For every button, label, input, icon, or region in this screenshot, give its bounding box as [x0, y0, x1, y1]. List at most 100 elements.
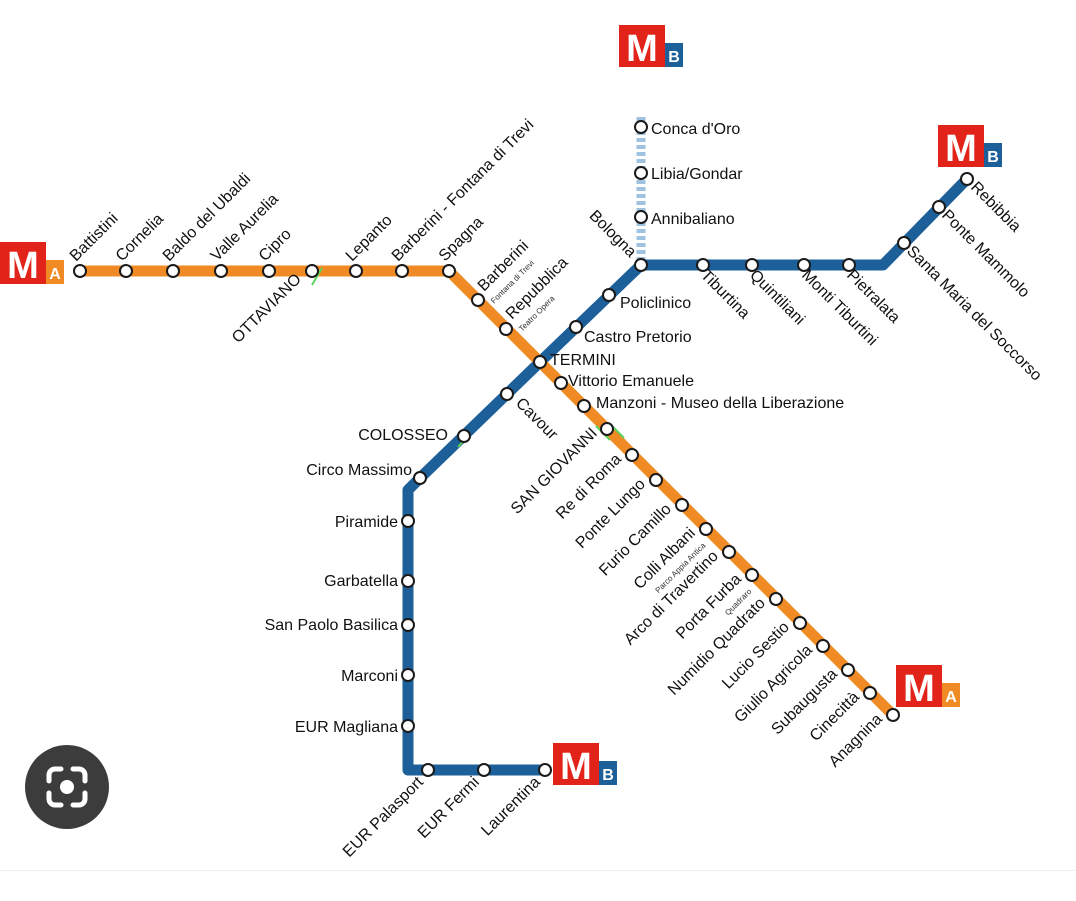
station-label-libia-gondar: Libia/Gondar [651, 166, 743, 183]
station-monti-tiburtini[interactable]: Monti Tiburtini [797, 258, 881, 349]
station-label-policlinico: Policlinico [620, 295, 691, 312]
station-dot-arco-di-travertino [722, 545, 736, 559]
svg-text:M: M [7, 245, 39, 287]
station-manzoni-museo-della-liberazione[interactable]: Manzoni - Museo della Liberazione [577, 395, 844, 413]
station-dot-rebibbia [960, 172, 974, 186]
station-label-ottaviano: OTTAVIANO [229, 271, 305, 347]
station-conca-d-oro[interactable]: Conca d'Oro [634, 120, 740, 138]
station-dot-marconi [401, 668, 415, 682]
station-dot-valle-aurelia [214, 264, 228, 278]
station-circo-massimo[interactable]: Circo Massimo [306, 462, 427, 485]
station-label-termini: TERMINI [550, 352, 616, 369]
svg-text:M: M [626, 28, 658, 70]
station-label-battistini: Battistini [67, 210, 122, 265]
svg-text:B: B [602, 767, 614, 784]
station-dot-barberini [471, 293, 485, 307]
svg-text:B: B [987, 149, 999, 166]
station-label-annibaliano: Annibaliano [651, 211, 735, 228]
station-label-lepanto: Lepanto [343, 212, 396, 265]
station-dot-numidio-quadrato [769, 592, 783, 606]
svg-text:B: B [668, 49, 680, 66]
station-dot-cavour [500, 387, 514, 401]
station-dot-anagnina [886, 708, 900, 722]
station-dot-eur-palasport [421, 763, 435, 777]
station-annibaliano[interactable]: Annibaliano [634, 210, 735, 228]
station-label-eur-magliana: EUR Magliana [295, 719, 398, 736]
station-dot-furio-camillo [675, 498, 689, 512]
station-policlinico[interactable]: Policlinico [602, 288, 691, 312]
station-dot-vittorio-emanuele [554, 376, 568, 390]
station-dot-libia-gondar [634, 166, 648, 180]
station-dot-re-di-roma [625, 448, 639, 462]
station-label-colosseo: COLOSSEO [358, 427, 448, 444]
svg-text:M: M [945, 128, 977, 170]
station-marconi[interactable]: Marconi [341, 668, 415, 685]
svg-text:M: M [560, 746, 592, 788]
station-dot-san-paolo-basilica [401, 618, 415, 632]
lens-search-button[interactable] [25, 745, 109, 829]
svg-text:A: A [49, 266, 61, 283]
station-dot-garbatella [401, 574, 415, 588]
station-label-castro-pretorio: Castro Pretorio [584, 329, 692, 346]
station-eur-palasport[interactable]: EUR Palasport [340, 763, 435, 861]
station-castro-pretorio[interactable]: Castro Pretorio [569, 320, 692, 346]
station-dot-subaugusta [841, 663, 855, 677]
station-label-garbatella: Garbatella [324, 573, 398, 590]
station-dot-giulio-agricola [816, 639, 830, 653]
station-label-bologna: Bologna [586, 207, 640, 261]
station-garbatella[interactable]: Garbatella [324, 573, 415, 590]
station-label-vittorio-emanuele: Vittorio Emanuele [568, 373, 694, 390]
station-santa-maria-del-soccorso[interactable]: Santa Maria del Soccorso [897, 236, 1045, 384]
station-label-circo-massimo: Circo Massimo [306, 462, 412, 479]
station-dot-cipro [262, 264, 276, 278]
station-dot-castro-pretorio [569, 320, 583, 334]
station-dot-cornelia [119, 264, 133, 278]
station-colosseo[interactable]: COLOSSEO [358, 427, 471, 444]
station-label-baldo-del-ubaldi: Baldo del Ubaldi [160, 170, 254, 264]
interchange-mark-ottaviano [311, 267, 323, 286]
lens-icon [46, 766, 88, 808]
station-dot-baldo-del-ubaldi [166, 264, 180, 278]
station-label-eur-fermi: EUR Fermi [415, 774, 483, 842]
station-label-laurentina: Laurentina [478, 774, 544, 840]
station-piramide[interactable]: Piramide [335, 514, 415, 531]
station-label-tiburtina: Tiburtina [697, 267, 753, 323]
station-dot-lepanto [349, 264, 363, 278]
station-vittorio-emanuele[interactable]: Vittorio Emanuele [554, 373, 694, 390]
station-dot-policlinico [602, 288, 616, 302]
station-dot-battistini [73, 264, 87, 278]
station-spagna[interactable]: Spagna [436, 214, 487, 278]
station-eur-magliana[interactable]: EUR Magliana [295, 719, 415, 736]
bottom-bar [0, 870, 1076, 901]
station-dot-repubblica [499, 322, 513, 336]
station-dot-eur-fermi [477, 763, 491, 777]
station-cavour[interactable]: Cavour [500, 387, 561, 444]
svg-text:M: M [903, 668, 935, 710]
station-ottaviano[interactable]: OTTAVIANO [229, 264, 319, 347]
station-label-quintiliani: Quintiliani [746, 267, 808, 329]
station-libia-gondar[interactable]: Libia/Gondar [634, 166, 743, 183]
station-dot-lucio-sestio [793, 616, 807, 630]
station-dot-eur-magliana [401, 719, 415, 733]
station-dot-ponte-mammolo [932, 200, 946, 214]
station-dot-ponte-lungo [649, 473, 663, 487]
station-dot-tiburtina [696, 258, 710, 272]
station-label-rebibbia: Rebibbia [967, 179, 1024, 236]
station-label-san-paolo-basilica: San Paolo Basilica [265, 617, 399, 634]
svg-text:A: A [945, 689, 957, 706]
station-dot-monti-tiburtini [797, 258, 811, 272]
station-dot-termini [533, 355, 547, 369]
station-san-paolo-basilica[interactable]: San Paolo Basilica [265, 617, 415, 634]
station-label-piramide: Piramide [335, 514, 398, 531]
station-label-manzoni-museo-della-liberazione: Manzoni - Museo della Liberazione [596, 395, 844, 412]
station-label-conca-d-oro: Conca d'Oro [651, 121, 740, 138]
station-termini[interactable]: TERMINI [533, 352, 616, 369]
station-label-cornelia: Cornelia [113, 211, 167, 265]
station-dot-pietralata [842, 258, 856, 272]
